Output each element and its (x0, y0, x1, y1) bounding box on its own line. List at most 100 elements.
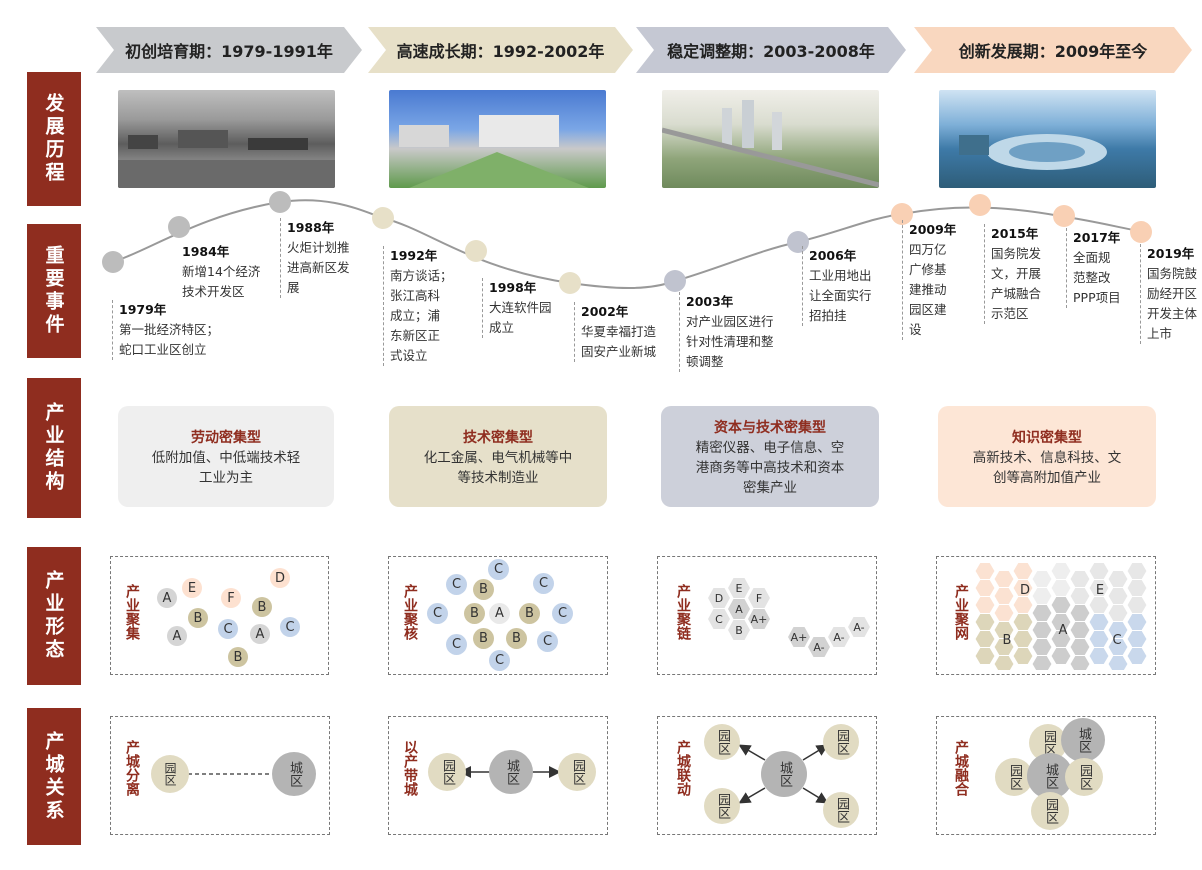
relation-box-linkage (657, 716, 877, 835)
park-zone: 园区 (1065, 758, 1103, 796)
relation-label-drive: 以产带城 (402, 740, 418, 796)
chain-node: A- (828, 627, 850, 647)
structure-card-capital-tech: 资本与技术密集型精密仪器、电子信息、空 港商务等中高技术和资本 密集产业 (661, 406, 879, 507)
timeline-dot (1130, 221, 1152, 243)
chain-node: F (748, 588, 770, 608)
event-2009: 2009年四万亿 广修基 建推动 园区建 设 (902, 220, 979, 340)
event-2019: 2019年国务院鼓 励经开区 开发主体 上市 (1140, 244, 1202, 344)
timeline-dot (891, 203, 913, 225)
chain-node: A- (808, 637, 830, 657)
event-2017: 2017年全面规 范整改 PPP项目 (1066, 228, 1143, 308)
structure-card-tech: 技术密集型化工金属、电气机械等中 等技术制造业 (389, 406, 607, 507)
cluster-node: C (280, 617, 300, 637)
core-node: C (537, 631, 558, 652)
timeline-dot (969, 194, 991, 216)
cluster-node: C (218, 619, 238, 639)
event-2003: 2003年对产业园区进行 针对性清理和整 顿调整 (679, 292, 801, 372)
park-zone: 园区 (558, 753, 596, 791)
form-label-cluster: 产业聚集 (124, 584, 140, 640)
form-label-core: 产业聚核 (402, 584, 418, 640)
timeline-dot (664, 270, 686, 292)
park-zone: 园区 (704, 788, 740, 824)
chain-node: A+ (788, 627, 810, 647)
city-zone: 城区 (489, 750, 533, 794)
chain-node: E (728, 578, 750, 598)
photo-shekou-port (118, 90, 335, 188)
core-node: C (489, 650, 510, 671)
chain-node: A- (848, 617, 870, 637)
event-2006: 2006年工业用地出 让全面实行 招拍挂 (802, 246, 899, 326)
event-2015: 2015年国务院发 文，开展 产城融合 示范区 (984, 224, 1067, 324)
chain-node: D (708, 588, 730, 608)
cluster-node: A (250, 624, 270, 644)
phase-4: 创新发展期：2009年至今 (914, 27, 1192, 73)
chain-node: A (728, 599, 750, 619)
chain-node: A+ (748, 609, 770, 629)
photo-tech-park (389, 90, 606, 188)
core-node: C (488, 559, 509, 580)
form-box-core (388, 556, 608, 675)
cluster-node: F (221, 588, 241, 608)
row-label-form: 产业形态 (27, 547, 81, 685)
timeline-dot (787, 231, 809, 253)
form-box-chain (657, 556, 877, 675)
timeline-dot (1053, 205, 1075, 227)
city-zone: 城区 (761, 751, 807, 797)
form-label-network: 产业聚网 (953, 584, 969, 640)
relation-box-industry-drives-city (388, 716, 608, 835)
core-node: C (446, 634, 467, 655)
timeline-dot (102, 251, 124, 273)
core-node: C (533, 573, 554, 594)
event-1979: 1979年第一批经济特区； 蛇口工业区创立 (112, 300, 259, 360)
phase-3: 稳定调整期：2003-2008年 (636, 27, 906, 73)
form-label-chain: 产业聚链 (675, 584, 691, 640)
timeline-dot (168, 216, 190, 238)
hex-cell (1126, 647, 1148, 665)
cluster-node: B (252, 597, 272, 617)
cluster-node: D (270, 568, 290, 588)
hex-cell (1031, 655, 1053, 670)
event-1988: 1988年火炬计划推 进高新区发 展 (280, 218, 382, 298)
network-label: C (1112, 632, 1122, 648)
relation-label-linkage: 产城联动 (675, 740, 691, 796)
cluster-node: B (228, 647, 248, 667)
cluster-node: B (188, 608, 208, 628)
park-zone: 园区 (151, 755, 189, 793)
cluster-node: E (182, 578, 202, 598)
structure-card-labor: 劳动密集型低附加值、中低端技术轻 工业为主 (118, 406, 334, 507)
core-node: B (473, 579, 494, 600)
chain-node: B (728, 620, 750, 640)
park-zone: 园区 (823, 792, 859, 828)
timeline-dot (559, 272, 581, 294)
hex-cell (975, 647, 996, 665)
chain-node: C (708, 609, 730, 629)
city-zone: 城区 (272, 752, 316, 796)
event-1998: 1998年大连软件园 成立 (482, 278, 574, 338)
relation-box-integration (936, 716, 1156, 835)
park-zone: 园区 (428, 753, 466, 791)
park-zone: 园区 (704, 724, 740, 760)
event-2002: 2002年华夏幸福打造 固安产业新城 (574, 302, 681, 362)
park-zone: 园区 (995, 758, 1033, 796)
event-1992: 1992年南方谈话； 张江高科 成立；浦 东新区正 式设立 (383, 246, 475, 366)
cluster-node: A (167, 626, 187, 646)
relation-label-separate: 产城分离 (124, 740, 140, 796)
park-zone: 园区 (823, 724, 859, 760)
row-label-structure: 产业结构 (27, 378, 81, 518)
network-label: A (1058, 622, 1068, 638)
row-label-relation: 产城关系 (27, 708, 81, 845)
timeline-dot (372, 207, 394, 229)
relation-label-integration: 产城融合 (953, 740, 969, 796)
row-label-history: 发展历程 (27, 72, 81, 206)
row-label-events: 重要事件 (27, 224, 81, 358)
hex-cell (1069, 655, 1091, 670)
park-zone: 园区 (1031, 792, 1069, 830)
timeline-dot (269, 191, 291, 213)
network-label: E (1095, 582, 1105, 598)
core-node: B (519, 603, 540, 624)
core-node: C (552, 603, 573, 624)
structure-card-knowledge: 知识密集型高新技术、信息科技、文 创等高附加值产业 (938, 406, 1156, 507)
timeline-dot (465, 240, 487, 262)
